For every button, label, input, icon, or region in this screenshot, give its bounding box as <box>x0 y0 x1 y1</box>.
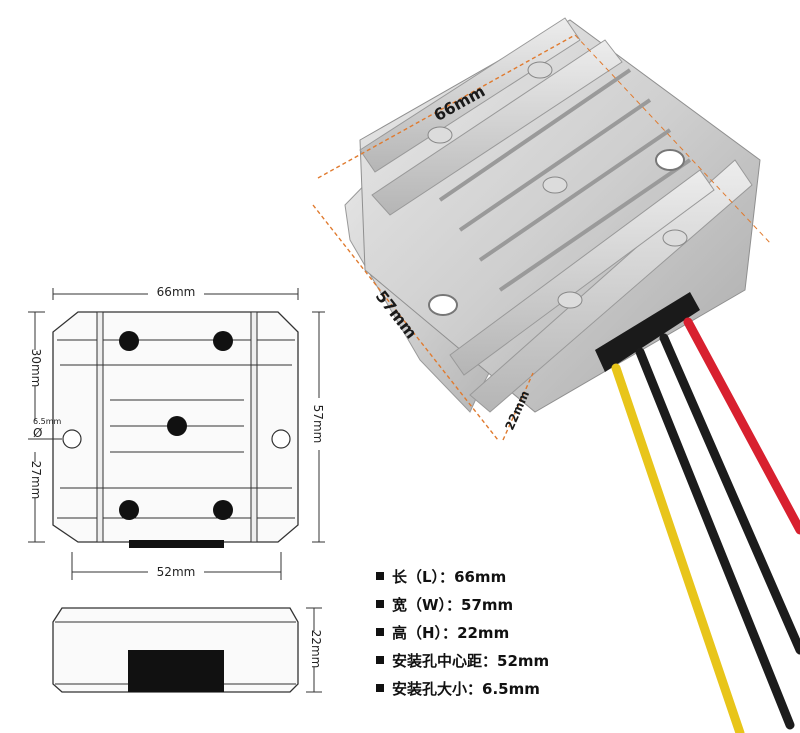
photo-fin-2 <box>371 39 623 216</box>
bullet-icon <box>376 600 384 608</box>
photo-dimension-lines <box>312 34 773 441</box>
bullet-icon <box>376 684 384 692</box>
wire <box>635 347 795 730</box>
mount-hole-right <box>271 429 291 449</box>
front-view-connector <box>129 540 224 548</box>
spec-value: 66mm <box>454 568 507 586</box>
spec-value: 57mm <box>461 596 514 614</box>
spec-label: 安装孔大小： <box>392 680 483 698</box>
hole-diameter-symbol: Ø <box>33 426 42 440</box>
wire <box>659 333 800 655</box>
top-offset-label: 30mm <box>29 349 43 388</box>
photo-fin-4 <box>449 169 715 376</box>
bottom-offset-label: 27mm <box>29 461 43 500</box>
spec-item: 安装孔中心距：52mm <box>376 650 636 678</box>
hole-spacing-label: 52mm <box>157 565 196 579</box>
spec-item: 长（L）：66mm <box>376 566 636 594</box>
screw-top-right <box>213 331 233 351</box>
side-view-connector <box>128 650 224 692</box>
spec-item: 宽（W）：57mm <box>376 594 636 622</box>
mount-hole-left <box>62 429 82 449</box>
screw-bottom-right <box>213 500 233 520</box>
front-view-drawing: 66mm 57mm 30mm 27mm 6.5mm Ø 52mm <box>28 285 326 580</box>
screw-center <box>167 416 187 436</box>
front-view-rail-right <box>250 311 258 543</box>
spec-item: 安装孔大小：6.5mm <box>376 678 636 706</box>
spec-label: 安装孔中心距： <box>392 652 498 670</box>
photo-screw-4 <box>662 229 688 247</box>
spec-label: 宽（W）： <box>392 596 462 614</box>
screw-top-left <box>119 331 139 351</box>
front-width-label: 66mm <box>157 285 196 299</box>
bullet-icon <box>376 628 384 636</box>
front-height-label: 57mm <box>311 405 325 444</box>
side-view-drawing: 22mm <box>52 607 323 693</box>
spec-value: 52mm <box>497 652 550 670</box>
photo-screw-3 <box>542 176 568 194</box>
spec-label: 高（H）： <box>392 624 458 642</box>
bullet-icon <box>376 572 384 580</box>
photo-fin-1 <box>359 17 581 173</box>
side-height-label: 22mm <box>309 630 323 669</box>
photo-screw-2 <box>427 126 453 144</box>
spec-value: 6.5mm <box>482 680 540 698</box>
bullet-icon <box>376 656 384 664</box>
front-view-rail-left <box>96 311 104 543</box>
photo-wires <box>611 317 800 733</box>
spec-value: 22mm <box>457 624 510 642</box>
hole-size-label: 6.5mm <box>33 417 62 426</box>
photo-screw-5 <box>557 291 583 309</box>
spec-item: 高（H）：22mm <box>376 622 636 650</box>
spec-label: 长（L）： <box>392 568 455 586</box>
photo-screw-1 <box>527 61 553 79</box>
wire <box>683 317 800 535</box>
wire <box>611 363 745 733</box>
photo-mount-hole-left <box>428 294 458 316</box>
photo-mount-hole-right <box>655 149 685 171</box>
photo-connector <box>595 292 700 372</box>
screw-bottom-left <box>119 500 139 520</box>
